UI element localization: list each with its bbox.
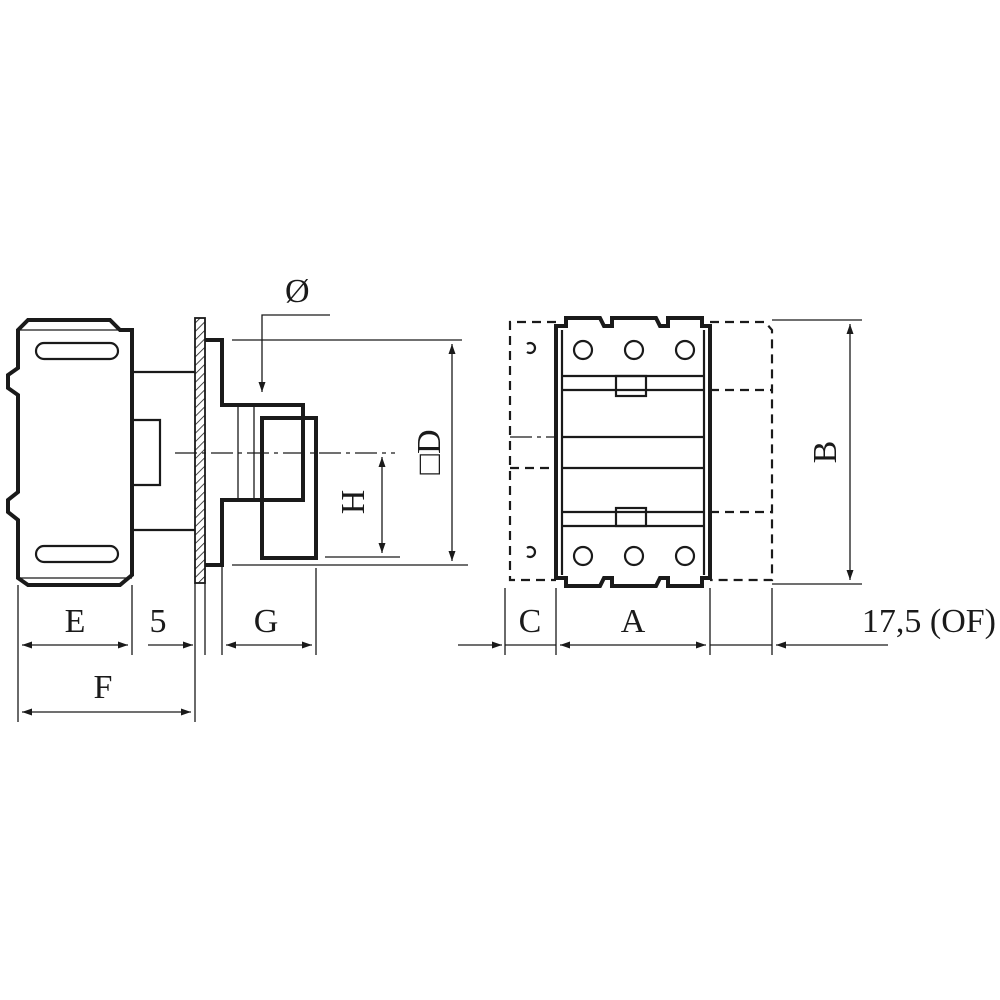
mounting-panel bbox=[194, 317, 206, 584]
h-label: H bbox=[335, 490, 372, 515]
g-label: G bbox=[254, 603, 279, 640]
side-bottom-dimensions: E 5 G F bbox=[17, 565, 317, 722]
five-label: 5 bbox=[150, 603, 167, 640]
d-dimension: □D bbox=[232, 339, 468, 566]
front-bottom-dimensions: C A 17,5 (OF) bbox=[458, 588, 996, 655]
b-label: B bbox=[807, 441, 844, 464]
front-view bbox=[508, 316, 774, 588]
aux-contact-left bbox=[508, 320, 556, 582]
a-label: A bbox=[621, 603, 646, 640]
terminal-screw bbox=[572, 339, 594, 361]
aux-contact-right bbox=[710, 320, 774, 582]
h-dimension: H bbox=[325, 457, 400, 558]
side-handle bbox=[260, 416, 318, 560]
c-label: C bbox=[519, 603, 542, 640]
f-label: F bbox=[94, 669, 113, 706]
side-slot-top bbox=[34, 341, 120, 361]
diameter-label: Ø bbox=[285, 273, 310, 310]
square-d-label: □D bbox=[411, 429, 448, 474]
of-label: 17,5 (OF) bbox=[862, 603, 996, 640]
terminal-screw bbox=[674, 339, 696, 361]
e-label: E bbox=[65, 603, 86, 640]
side-slot-bottom bbox=[34, 544, 120, 564]
terminal-screw bbox=[674, 545, 696, 567]
side-body-outline bbox=[6, 318, 134, 587]
b-dimension: B bbox=[772, 319, 862, 585]
terminal-screw bbox=[623, 545, 645, 567]
front-body-outline bbox=[554, 316, 712, 588]
diameter-leader: Ø bbox=[258, 273, 330, 392]
terminal-screw bbox=[623, 339, 645, 361]
side-view bbox=[6, 317, 395, 587]
side-connector bbox=[132, 370, 195, 532]
terminal-screw bbox=[572, 545, 594, 567]
